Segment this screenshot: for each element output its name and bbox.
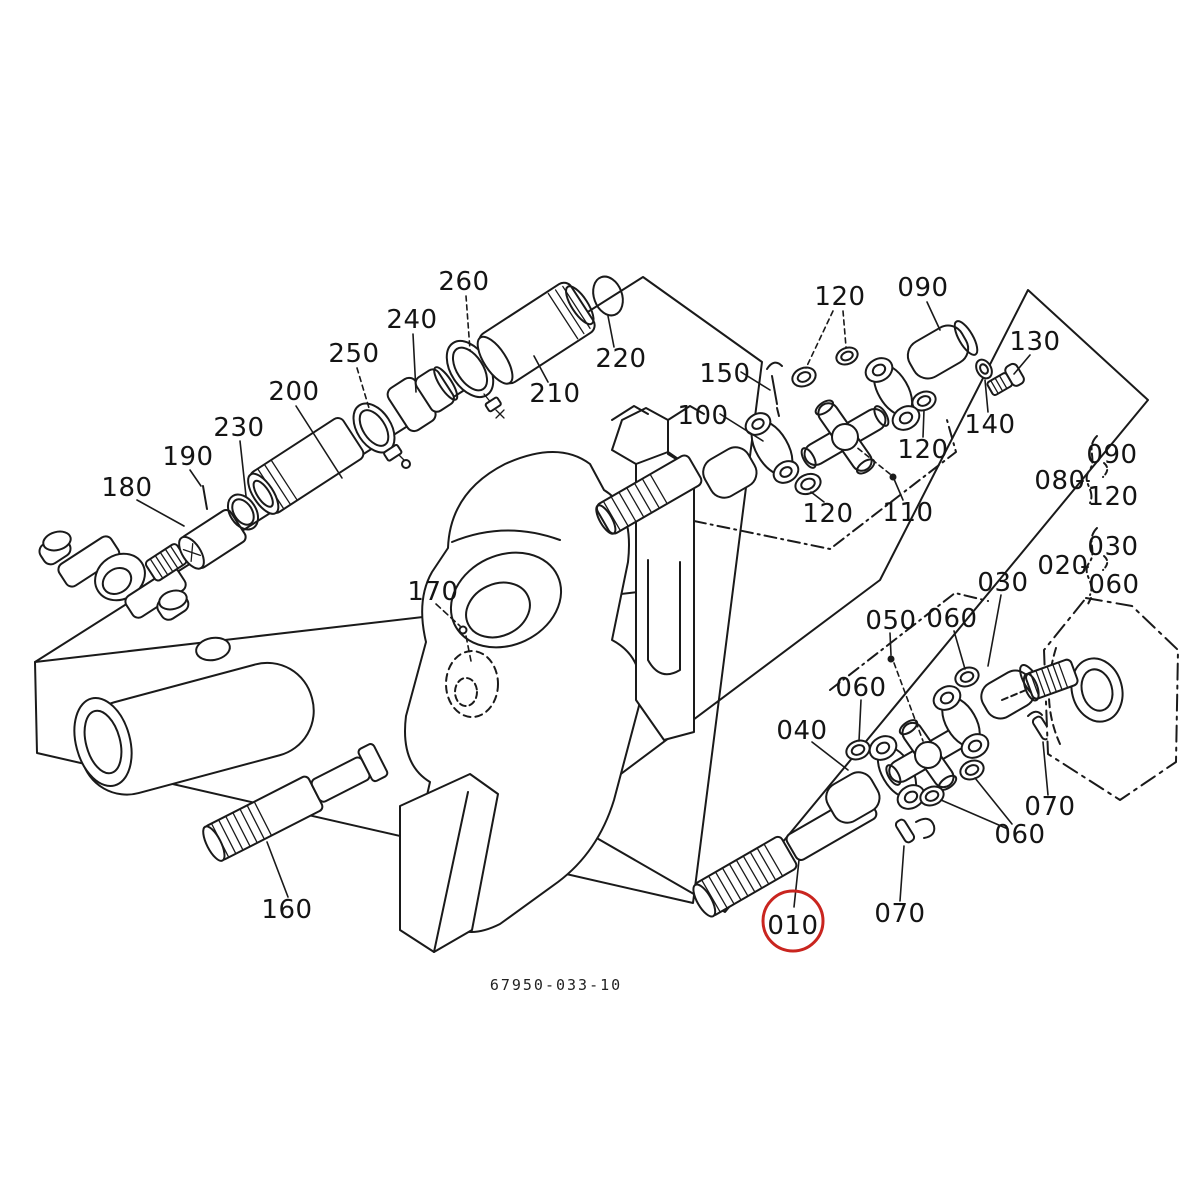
part-label-260: 260 [438, 267, 490, 297]
yoke-090 [864, 320, 979, 431]
boot-240 [386, 366, 459, 433]
part-label-120-1: 120 [814, 282, 866, 312]
part-label-070-1: 070 [1024, 792, 1076, 822]
leader-lines [136, 295, 1049, 908]
part-label-060-3: 060 [835, 673, 887, 703]
part-label-120-4: 120 [1087, 482, 1139, 512]
drive-shaft-160 [202, 743, 389, 862]
spider-110 [800, 399, 890, 475]
part-label-250: 250 [328, 339, 380, 369]
steering-lever-assembly [38, 530, 190, 621]
spring-pins-070 [894, 710, 1053, 844]
clamp-250 [352, 402, 411, 469]
part-label-080: 080 [1034, 466, 1086, 496]
part-label-120-2: 120 [897, 435, 949, 465]
tube-200 [247, 417, 365, 515]
tube-210 [476, 281, 596, 385]
part-label-230: 230 [213, 413, 265, 443]
snap-rings-120 [791, 346, 937, 496]
lower-ujoint [692, 592, 1053, 918]
spring-pin-150 [766, 361, 783, 370]
part-label-170: 170 [407, 577, 459, 607]
highlight-circle-010 [761, 889, 825, 953]
part-label-160: 160 [261, 895, 313, 925]
transmission-case [399, 405, 705, 953]
part-label-150: 150 [699, 359, 751, 389]
part-label-030-2: 030 [977, 568, 1029, 598]
bolt-130 [986, 362, 1025, 396]
part-label-030-1: 030 [1087, 532, 1139, 562]
upper-ujoint [595, 320, 1025, 550]
part-label-020: 020 [1037, 551, 1089, 581]
yoke-030 [932, 664, 1043, 759]
part-label-210: 210 [529, 379, 581, 409]
part-label-090-2: 090 [1086, 440, 1138, 470]
axle-housing [73, 661, 315, 796]
bushing-180 [178, 509, 247, 570]
part-label-140: 140 [964, 410, 1016, 440]
part-label-060-1: 060 [1088, 570, 1140, 600]
part-label-130: 130 [1009, 327, 1061, 357]
washer-140 [975, 358, 993, 380]
part-label-100: 100 [677, 401, 729, 431]
part-label-120-3: 120 [802, 499, 854, 529]
part-label-190: 190 [162, 442, 214, 472]
part-label-200: 200 [268, 377, 320, 407]
drawing-number: 67950-033-10 [489, 976, 623, 994]
part-label-070-2: 070 [874, 899, 926, 929]
part-label-180: 180 [101, 473, 153, 503]
part-label-090-1: 090 [897, 273, 949, 303]
part-label-240: 240 [386, 305, 438, 335]
group-bracket-020 [829, 592, 989, 691]
part-label-220: 220 [595, 344, 647, 374]
yoke-100-hub [702, 446, 758, 499]
part-label-050: 050 [865, 606, 917, 636]
part-label-010-circled: 010 [767, 911, 819, 941]
part-label-060-4: 060 [994, 820, 1046, 850]
parts-list-braces [1076, 435, 1109, 607]
pin-190 [202, 485, 208, 510]
rear-cover-plate [1001, 597, 1179, 801]
pin-170 [458, 625, 468, 635]
group-bracket-080 [693, 419, 957, 550]
o-ring-220 [592, 275, 624, 317]
part-label-040: 040 [776, 716, 828, 746]
part-label-110: 110 [882, 498, 934, 528]
shaft-010 [692, 835, 798, 918]
part-label-060-2: 060 [926, 604, 978, 634]
o-ring-230 [226, 493, 260, 531]
